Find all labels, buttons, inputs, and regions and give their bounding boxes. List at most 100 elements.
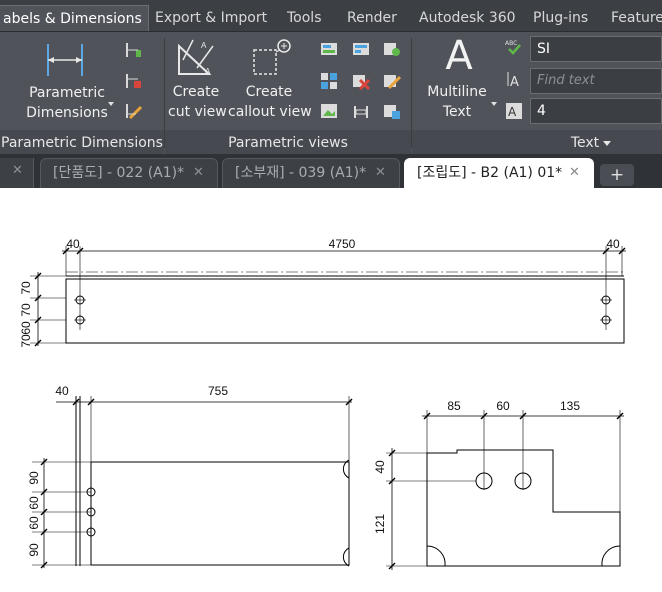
panel-title-bar bbox=[412, 130, 662, 154]
view-explode-icon[interactable] bbox=[320, 72, 338, 90]
text-style-field[interactable]: SI bbox=[530, 36, 662, 62]
section-outline bbox=[90, 461, 350, 566]
top-plate-outline bbox=[65, 278, 625, 344]
text-style-icon[interactable]: A bbox=[505, 102, 523, 120]
create-callout-view-label-1: Create bbox=[245, 84, 293, 100]
tab-tools[interactable]: Tools bbox=[287, 10, 322, 26]
dimension-text: 40 bbox=[373, 460, 387, 474]
corner-notch bbox=[342, 547, 350, 567]
panel-title-parametric-views: Parametric views bbox=[228, 135, 348, 151]
bolt-hole bbox=[86, 507, 96, 517]
bolt-hole bbox=[86, 527, 96, 537]
panel-title-bar bbox=[165, 130, 411, 154]
tab-export-import[interactable]: Export & Import bbox=[155, 10, 268, 26]
svg-text:A: A bbox=[201, 41, 207, 50]
close-icon[interactable]: ✕ bbox=[569, 165, 580, 180]
panel-divider bbox=[164, 38, 165, 148]
svg-text:A: A bbox=[508, 105, 517, 119]
view-edit-icon[interactable] bbox=[383, 72, 401, 90]
dimension-text: 60 bbox=[27, 516, 41, 530]
tab-labels-dimensions[interactable]: abels & Dimensions bbox=[0, 5, 149, 31]
svg-text:A: A bbox=[510, 75, 519, 88]
view-image-icon[interactable] bbox=[320, 102, 338, 120]
gusset-outline bbox=[426, 449, 621, 567]
document-tab-bar: ✕ [단품도] - 022 (A1)* ✕ [소부재] - 039 (A1)* … bbox=[0, 154, 662, 188]
document-tab-active[interactable]: [조립도] - B2 (A1) 01* ✕ bbox=[404, 158, 594, 188]
ribbon-body: Parametric Dimensions Parametric Dimensi… bbox=[0, 32, 662, 154]
document-tab[interactable]: [소부재] - 039 (A1)* ✕ bbox=[222, 158, 400, 188]
panel-divider bbox=[411, 38, 412, 148]
view-section-icon[interactable] bbox=[352, 102, 370, 120]
dropdown-arrow-icon[interactable] bbox=[108, 102, 114, 106]
close-icon[interactable]: ✕ bbox=[12, 163, 23, 178]
new-tab-plus-icon[interactable]: + bbox=[600, 164, 634, 186]
drawing-canvas[interactable]: 40 4750 40 70 70 60 70 40 755 90 60 60 9… bbox=[0, 188, 662, 592]
dimension-text: 40 bbox=[55, 384, 69, 398]
document-tab[interactable]: [단품도] - 022 (A1)* ✕ bbox=[40, 158, 218, 188]
document-tab-label: [소부재] - 039 (A1)* bbox=[235, 165, 367, 181]
tab-plug-ins[interactable]: Plug-ins bbox=[533, 10, 589, 26]
view-delete-icon[interactable] bbox=[352, 72, 370, 90]
ribbon-tab-bar: abels & Dimensions Export & Import Tools… bbox=[0, 0, 662, 32]
create-callout-view-label-2: callout view bbox=[228, 104, 312, 120]
corner-notch bbox=[426, 545, 446, 567]
dimension-text: 60 bbox=[27, 496, 41, 510]
svg-text:A: A bbox=[205, 67, 211, 76]
corner-notch bbox=[342, 459, 350, 479]
view-refresh-icon[interactable] bbox=[352, 40, 370, 58]
corner-notch bbox=[601, 545, 621, 567]
document-tab-label: [조립도] - B2 (A1) 01* bbox=[417, 165, 563, 181]
parametric-dimensions-label-2: Dimensions bbox=[26, 105, 108, 121]
create-callout-view-button[interactable]: Create callout view bbox=[228, 82, 312, 122]
parametric-dimensions-icon[interactable] bbox=[44, 40, 86, 82]
dimension-pencil-icon[interactable] bbox=[124, 102, 142, 120]
create-cut-view-icon[interactable]: A A bbox=[175, 38, 217, 80]
dimension-text: 85 bbox=[447, 399, 461, 413]
create-cut-view-button[interactable]: Create cut view bbox=[168, 82, 227, 122]
document-tab-label: [단품도] - 022 (A1)* bbox=[53, 165, 185, 181]
dimension-text: 90 bbox=[27, 471, 41, 485]
tab-render[interactable]: Render bbox=[347, 10, 397, 26]
tab-autodesk-360[interactable]: Autodesk 360 bbox=[419, 10, 516, 26]
dimension-text: 4750 bbox=[329, 237, 356, 251]
dimension-text: 755 bbox=[208, 384, 228, 398]
text-height-field[interactable]: 4 bbox=[530, 98, 662, 124]
dimension-text: 60 bbox=[19, 321, 33, 335]
dimension-text: 135 bbox=[560, 399, 580, 413]
find-text-input[interactable]: Find text bbox=[530, 68, 662, 94]
multiline-text-label-2: Text bbox=[442, 104, 472, 120]
dropdown-arrow-icon[interactable] bbox=[491, 102, 497, 106]
create-cut-view-label-1: Create bbox=[172, 84, 220, 100]
view-properties-icon[interactable] bbox=[383, 102, 401, 120]
dimension-text: 90 bbox=[27, 543, 41, 557]
dimension-text: 70 bbox=[19, 281, 33, 295]
close-icon[interactable]: ✕ bbox=[193, 165, 204, 180]
dimension-text: 40 bbox=[66, 237, 80, 251]
dimension-text: 60 bbox=[496, 399, 510, 413]
dimension-delete-icon[interactable] bbox=[124, 72, 142, 90]
tab-featured[interactable]: Featured bbox=[611, 10, 662, 26]
bolt-hole bbox=[86, 487, 96, 497]
parametric-dimensions-button[interactable]: Parametric Dimensions bbox=[26, 83, 108, 123]
chevron-down-icon[interactable] bbox=[603, 141, 611, 146]
dimension-text: 40 bbox=[606, 237, 620, 251]
text-height-icon[interactable]: A bbox=[505, 70, 523, 88]
document-tab-partial[interactable]: ✕ bbox=[0, 158, 34, 188]
view-add-icon[interactable] bbox=[383, 40, 401, 58]
create-callout-view-icon[interactable] bbox=[248, 38, 292, 80]
multiline-text-icon[interactable]: A bbox=[445, 33, 473, 79]
panel-title-bar bbox=[0, 130, 164, 154]
panel-title-text: Text bbox=[570, 135, 600, 151]
create-cut-view-label-2: cut view bbox=[168, 104, 227, 120]
view-update-icon[interactable] bbox=[320, 40, 338, 58]
close-icon[interactable]: ✕ bbox=[375, 165, 386, 180]
multiline-text-label-1: Multiline bbox=[427, 84, 487, 100]
dimension-text: 70 bbox=[19, 303, 33, 317]
panel-title-parametric-dimensions: Parametric Dimensions bbox=[1, 135, 163, 151]
dimension-text: 70 bbox=[19, 334, 33, 348]
dimension-text: 121 bbox=[373, 514, 387, 534]
multiline-text-button[interactable]: Multiline Text bbox=[422, 82, 492, 122]
spell-check-icon[interactable]: ABC bbox=[505, 38, 523, 56]
parametric-dimensions-label-1: Parametric bbox=[29, 85, 105, 101]
dimension-edit-icon[interactable] bbox=[124, 41, 142, 59]
